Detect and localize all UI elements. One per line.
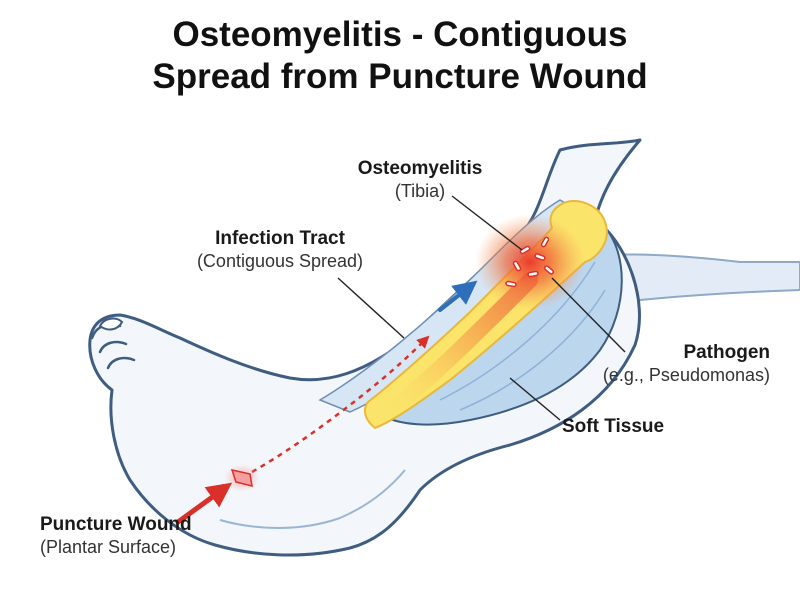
infection-focus <box>475 214 585 310</box>
title-line-2: Spread from Puncture Wound <box>152 57 648 96</box>
label-puncture-wound: Puncture Wound (Plantar Surface) <box>40 514 192 558</box>
leader-soft-tissue <box>509 377 561 421</box>
label-pathogen: Pathogen (e.g., Pseudomonas) <box>560 342 770 386</box>
label-puncture-wound-title: Puncture Wound <box>40 514 192 535</box>
soft-tissue-fibers <box>439 261 606 411</box>
leader-infection-tract <box>337 277 405 339</box>
leader-osteomyelitis <box>451 195 523 251</box>
diagram-title: Osteomyelitis - Contiguous Spread from P… <box>0 14 800 98</box>
pathogen-cluster <box>505 236 555 288</box>
label-puncture-wound-sub: (Plantar Surface) <box>40 537 177 557</box>
toenail <box>98 317 124 331</box>
label-infection-tract-sub: (Contiguous Spread) <box>196 251 364 271</box>
leader-pathogen <box>551 277 626 353</box>
spread-direction-arrow <box>438 280 478 312</box>
leader-lines <box>337 195 626 421</box>
label-osteomyelitis: Osteomyelitis (Tibia) <box>345 158 495 202</box>
label-infection-tract-title: Infection Tract <box>215 228 345 249</box>
puncture-wound-mark <box>230 468 253 488</box>
label-pathogen-title: Pathogen <box>683 342 770 363</box>
leg-foot-silhouette <box>88 138 642 557</box>
label-soft-tissue-title: Soft Tissue <box>562 416 665 437</box>
title-line-1: Osteomyelitis - Contiguous <box>172 15 628 54</box>
heel-contour <box>219 469 406 529</box>
puncture-entry-arrow <box>175 482 233 525</box>
label-soft-tissue: Soft Tissue <box>562 416 664 438</box>
label-pathogen-sub: (e.g., Pseudomonas) <box>602 365 770 385</box>
label-infection-tract: Infection Tract (Contiguous Spread) <box>180 228 380 272</box>
label-osteomyelitis-title: Osteomyelitis <box>357 158 483 179</box>
label-osteomyelitis-sub: (Tibia) <box>394 181 446 201</box>
